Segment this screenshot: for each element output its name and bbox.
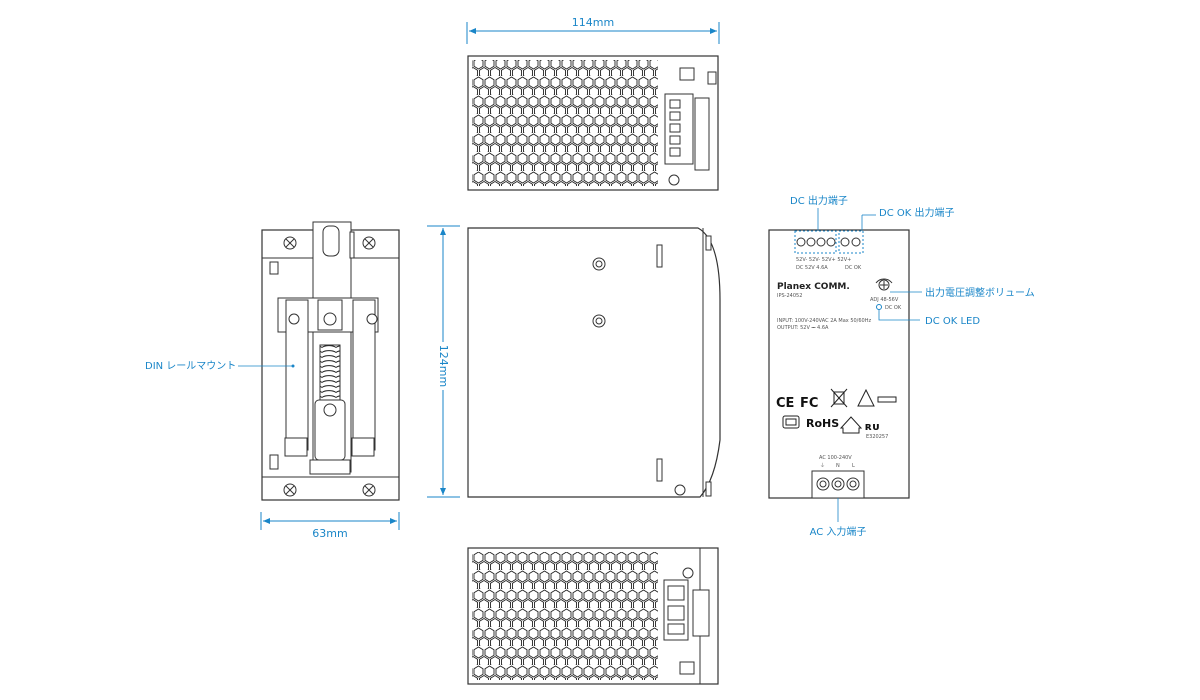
brand-logo: Planex COMM. [777, 282, 850, 292]
ac-terminal-l: L [852, 463, 855, 469]
ac-terminal-earth: ⏚ [820, 462, 825, 469]
rohs-mark: RoHS [806, 417, 839, 430]
height-dimension: 124mm [437, 345, 450, 387]
top-view: 114mm [466, 16, 720, 191]
dc-terminal-labels: 52V- 52V- 52V+ 52V+ [796, 257, 851, 263]
ul-mark-icon: ʀᴜ [865, 420, 879, 433]
width-dimension: 114mm [572, 16, 614, 29]
ac-terminal-n: N [836, 463, 840, 469]
double-insulation-icon [782, 415, 800, 429]
voltage-adjust-callout: 出力電圧調整ボリューム [925, 286, 1035, 299]
cert-code: E320257 [866, 434, 888, 440]
adj-label: ADJ 48-56V [870, 297, 899, 303]
dc-ok-output-callout: DC OK 出力端子 [879, 206, 954, 219]
dc-output-callout: DC 出力端子 [790, 194, 848, 207]
front-view: 52V- 52V- 52V+ 52V+ DC 52V 4.6A DC OK DC… [768, 194, 1035, 538]
output-spec: OUTPUT: 52V ⎓ 4.6A [777, 325, 829, 331]
model-number: IPS-24052 [777, 293, 802, 299]
din-rail-callout: DIN レールマウント [145, 360, 236, 372]
bottom-view [467, 547, 719, 685]
depth-dimension: 63mm [312, 527, 347, 540]
side-view: 124mm [427, 225, 721, 498]
dc-ok-led-callout: DC OK LED [925, 316, 980, 327]
weee-icon [830, 388, 848, 408]
dc-ok-terminal-label: DC OK [845, 265, 862, 271]
indoor-use-icon [839, 416, 863, 434]
ac-input-callout: AC 入力端子 [810, 525, 867, 538]
fcc-mark: FC [800, 396, 818, 411]
battery-icon [877, 396, 897, 403]
led-label: DC OK [885, 305, 902, 311]
rear-view-din: DIN レールマウント 63mm [145, 221, 400, 540]
warning-icon [857, 388, 875, 407]
ce-mark: CE [776, 396, 794, 411]
dc-terminal-rating: DC 52V 4.6A [796, 265, 828, 271]
svg-text:ʀᴜ: ʀᴜ [865, 420, 879, 433]
input-spec: INPUT: 100V-240VAC 2A Max 50/60Hz [777, 318, 871, 324]
ac-rating: AC 100-240V [819, 455, 852, 461]
